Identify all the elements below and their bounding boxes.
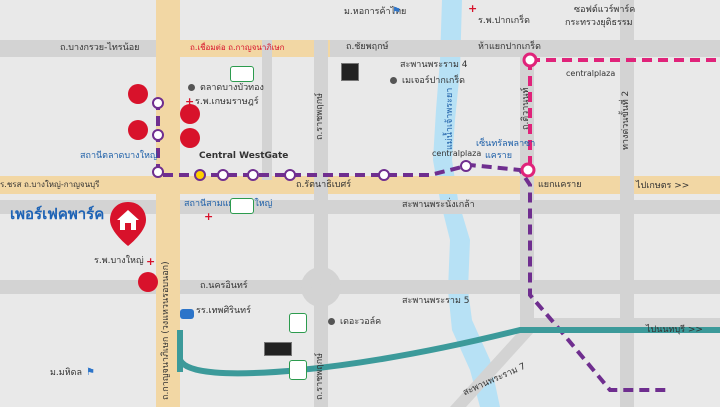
- bus-icon: [230, 66, 254, 82]
- flag-icon: ⚑: [392, 6, 401, 17]
- home-pin-icon: [110, 202, 146, 246]
- label-chao-phraya: แม่น้ำเจ้าพระยา: [445, 87, 455, 150]
- label-hosp-bangyai: ร.พ.บางใหญ่: [94, 256, 144, 266]
- train-station-icon: [289, 360, 307, 380]
- hospital-cross-icon: +: [185, 95, 195, 108]
- bus-icon: [230, 198, 254, 214]
- label-central-plaza-mid: centralplaza: [432, 149, 482, 158]
- label-market: ม.หอการค้าไทย: [344, 7, 407, 17]
- label-expressway: ทางด่วนขั้นที่ 2: [621, 90, 631, 150]
- marker-pin-icon: [128, 120, 148, 140]
- marker-pin-icon: [138, 272, 158, 292]
- road-expressway: [620, 0, 634, 407]
- label-bridge-nonthaburi: สะพานพระนั่งเกล้า: [402, 200, 475, 210]
- train-station-icon: [289, 313, 307, 333]
- road-kanchanaphisek: [156, 0, 180, 407]
- hospital-cross-icon: +: [468, 2, 478, 15]
- road-ratanathibet: [0, 176, 720, 194]
- label-ratchaphruek: ถ.ราชพฤกษ์: [315, 92, 325, 140]
- hotel-logo-icon: [264, 342, 292, 356]
- flag-icon: ⚑: [86, 367, 95, 378]
- label-nakhon-in: ถ.นครอินทร์: [200, 281, 248, 291]
- label-school-thep: รร.เทพศิรินทร์: [196, 306, 251, 316]
- label-market-bangyai: ตลาดบางบัวทอง: [200, 83, 264, 93]
- label-pakkret-junction: ห้าแยกปากเกร็ด: [478, 42, 541, 52]
- label-tiwanon: ถ.ติวานนท์: [521, 87, 531, 131]
- label-perfect-park: เพอร์เฟคพาร์ค: [10, 205, 105, 223]
- road-highlight-top: [160, 40, 330, 57]
- poi-dot: [188, 84, 195, 91]
- label-khae-rai-junction: แยกแคราย: [538, 180, 582, 190]
- label-kanchanaphisek-ext: ร.ชรส ถ.บางใหญ่-กาญจนบุรี: [0, 180, 100, 189]
- road-nakhon-in: [0, 280, 720, 294]
- poi-dot: [390, 77, 397, 84]
- label-kanchanaphisek-road: ถ.กาญจนาภิเษก (วงแหวนรอบนอก): [161, 261, 171, 400]
- label-ratchaphruek-lower: ถ.ราชพฤกษ์: [315, 352, 325, 400]
- label-mahidol: ม.มหิดล: [50, 368, 83, 378]
- road-bridge7: [450, 330, 534, 407]
- label-the-walk: เดอะวอล์ค: [340, 317, 382, 327]
- school-icon: [180, 309, 194, 319]
- label-station-samyaek: สถานีสามแยกบางใหญ่: [184, 199, 273, 209]
- hospital-cross-icon: +: [204, 210, 214, 223]
- marker-pin-icon: [180, 104, 200, 124]
- shopping-bag-icon: [341, 63, 359, 81]
- poi-dot: [328, 318, 335, 325]
- station-dots: [152, 52, 538, 181]
- label-chaiyaphruek: ถ.ชัยพฤกษ์: [346, 42, 389, 52]
- label-bridge5: สะพานพระราม 5: [402, 296, 470, 306]
- label-to-kasetsart: ไปเกษตร >>: [636, 181, 690, 191]
- label-central-plaza-top: centralplaza: [566, 69, 616, 78]
- road-bangbuathong: [262, 40, 272, 180]
- label-bridge4: สะพานพระราม 4: [400, 60, 468, 70]
- label-to-nonthaburi: ไปนนทบุรี >>: [646, 325, 703, 335]
- label-charan-ext: ถ.เชื่อมต่อ ถ.กาญจนาภิเษก: [190, 43, 285, 52]
- marker-pin-icon: [180, 128, 200, 148]
- label-hosp-kasemrad: ร.พ.เกษมราษฎร์: [195, 97, 259, 107]
- label-khae-rai: แคราย: [485, 151, 512, 161]
- label-central-westgate: Central WestGate: [199, 151, 289, 161]
- label-central-plaza-mid2: เซ็นทรัลพลาซา: [476, 139, 536, 149]
- label-hosp-pakkret: ร.พ.ปากเกร็ด: [478, 16, 530, 26]
- teal-line: [177, 327, 720, 377]
- marker-pin-icon: [128, 84, 148, 104]
- label-software-park: ซอฟต์แวร์พาร์ค: [574, 5, 636, 15]
- label-station-bangyai-market: สถานีตลาดบางใหญ่: [80, 151, 158, 161]
- label-bangkruai-sainoi: ถ.บางกรวย-ไทรน้อย: [60, 43, 140, 53]
- hospital-cross-icon: +: [146, 255, 156, 268]
- road-ratchaphruek: [314, 40, 328, 407]
- chao-phraya-river: [433, 0, 500, 407]
- roundabout: [301, 267, 341, 307]
- label-merger-pakkret: เมเจอร์ปากเกร็ด: [402, 76, 466, 86]
- label-ministry: กระทรวงยุติธรรม: [565, 18, 633, 28]
- label-ratanathibet: ถ.รัตนาธิเบศร์: [296, 180, 352, 190]
